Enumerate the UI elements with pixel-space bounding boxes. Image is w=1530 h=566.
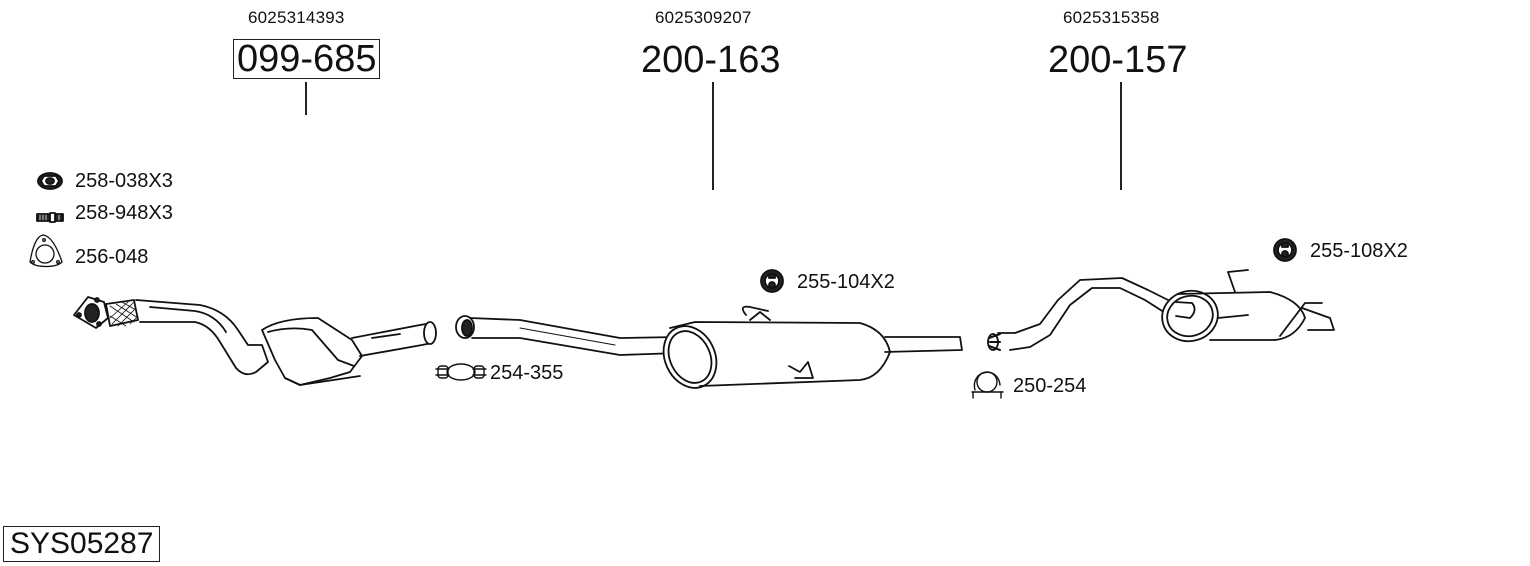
rear-silencer-part[interactable]: [985, 265, 1335, 360]
accessory-label-u-clamp[interactable]: 250-254: [1013, 375, 1087, 397]
part-number-catalyst[interactable]: 099-685: [233, 39, 381, 79]
accessory-label-nut[interactable]: 258-038X3: [75, 170, 173, 192]
part-number-rear-silencer[interactable]: 200-157: [1048, 39, 1188, 81]
gasket-icon: [29, 234, 63, 268]
accessory-label-mount-rear[interactable]: 255-108X2: [1310, 240, 1408, 262]
stud-bolt-icon: [36, 212, 64, 223]
rubber-mount-icon: [1273, 238, 1297, 262]
rubber-mount-icon: [760, 269, 784, 293]
accessory-label-clamp[interactable]: 254-355: [490, 362, 564, 384]
accessory-label-mount-middle[interactable]: 255-104X2: [797, 271, 895, 293]
nut-icon: [37, 172, 63, 190]
oe-number-middle-silencer: 6025309207: [655, 8, 752, 27]
accessory-label-gasket[interactable]: 256-048: [75, 246, 149, 268]
leader-line-catalyst: [305, 82, 307, 115]
catalytic-converter-drawing: [73, 296, 437, 386]
catalytic-converter-part[interactable]: [70, 285, 440, 390]
u-clamp-icon: [971, 371, 1004, 399]
oe-number-rear-silencer: 6025315358: [1063, 8, 1160, 27]
oe-number-catalyst: 6025314393: [248, 8, 345, 27]
middle-silencer-drawing: [455, 305, 963, 389]
accessory-label-stud[interactable]: 258-948X3: [75, 202, 173, 224]
leader-line-rear-silencer: [1120, 82, 1122, 190]
leader-line-middle-silencer: [712, 82, 714, 190]
clamp-icon: [435, 363, 487, 381]
part-number-middle-silencer[interactable]: 200-163: [641, 39, 781, 81]
middle-silencer-part[interactable]: [455, 300, 965, 395]
system-number-badge: SYS05287: [3, 526, 161, 562]
rear-silencer-drawing: [987, 269, 1335, 351]
